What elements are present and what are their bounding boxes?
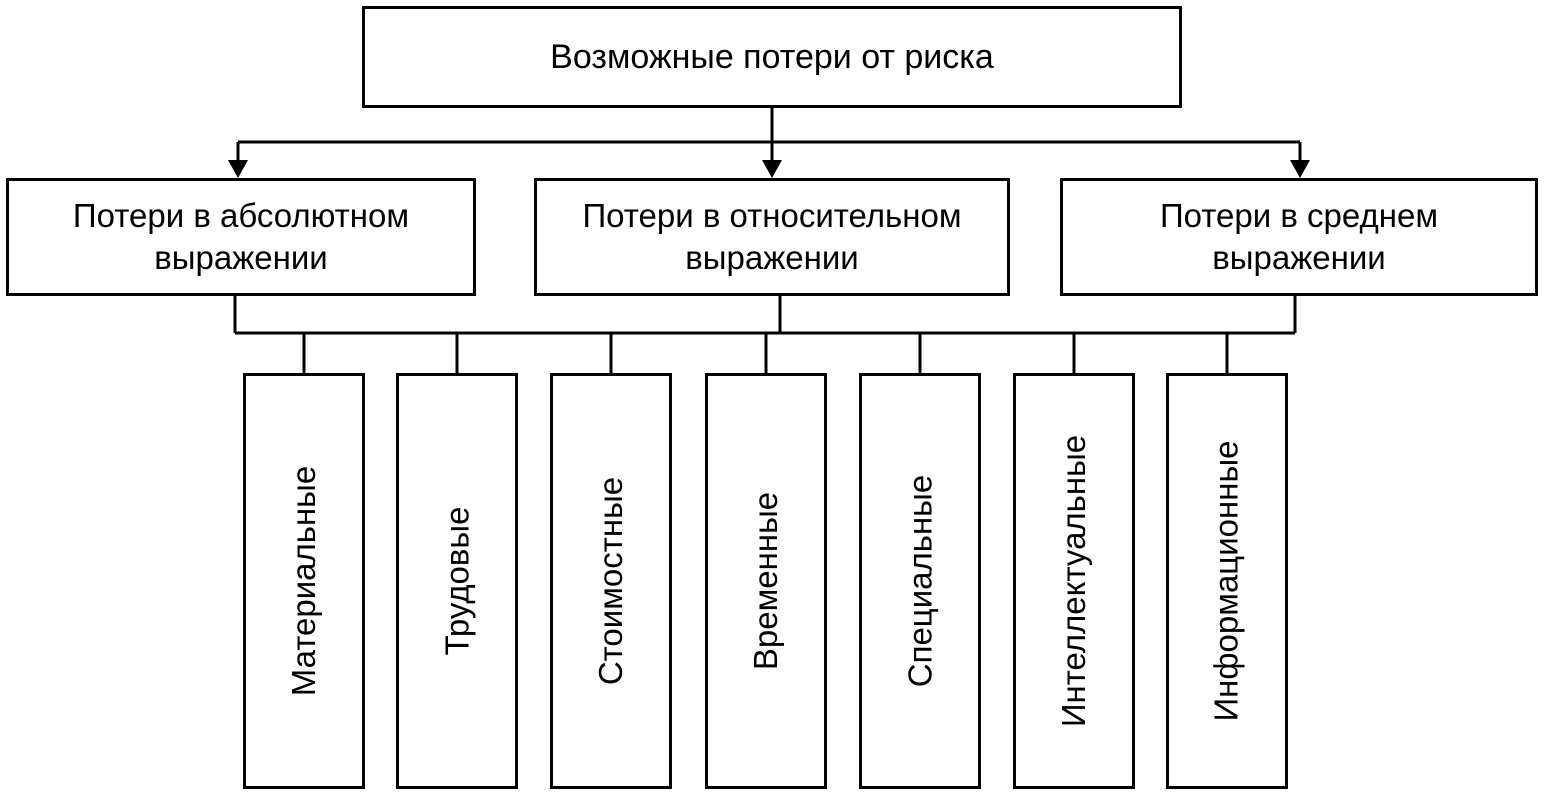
category-node-relative-label: Потери в относительном выражении [582, 195, 961, 279]
category-node-absolute-label: Потери в абсолютном выражении [73, 195, 409, 279]
category-label-line1: Потери в среднем [1159, 197, 1439, 234]
type-node-intellectual: Интеллектуальные [1013, 373, 1135, 789]
type-node-label: Специальные [901, 474, 938, 688]
type-node-material: Материальные [243, 373, 365, 789]
category-label-line2: выражении [154, 239, 328, 276]
arrowhead-3 [1290, 160, 1310, 178]
type-node-label: Трудовые [438, 506, 475, 656]
category-node-average-label: Потери в среднем выражении [1160, 195, 1438, 279]
type-node-special: Специальные [859, 373, 981, 789]
type-node-label: Временные [747, 491, 784, 671]
type-node-label: Интеллектуальные [1055, 434, 1093, 728]
category-label-line1: Потери в абсолютном [72, 197, 410, 234]
root-node: Возможные потери от риска [362, 6, 1182, 108]
category-node-absolute: Потери в абсолютном выражении [6, 178, 476, 296]
type-node-label: Материальные [285, 465, 322, 697]
arrowhead-2 [762, 160, 782, 178]
type-node-cost: Стоимостные [550, 373, 672, 789]
category-label-line2: выражении [1212, 239, 1386, 276]
category-node-average: Потери в среднем выражении [1060, 178, 1538, 296]
arrowhead-1 [228, 160, 248, 178]
category-label-line2: выражении [685, 239, 859, 276]
type-node-label: Информационные [1208, 440, 1245, 722]
category-label-line1: Потери в относительном [582, 197, 962, 234]
type-node-labor: Трудовые [396, 373, 518, 789]
type-node-label: Стоимостные [592, 476, 629, 686]
category-node-relative: Потери в относительном выражении [534, 178, 1010, 296]
type-node-time: Временные [705, 373, 827, 789]
root-node-label: Возможные потери от риска [550, 37, 994, 76]
type-node-information: Информационные [1166, 373, 1288, 789]
